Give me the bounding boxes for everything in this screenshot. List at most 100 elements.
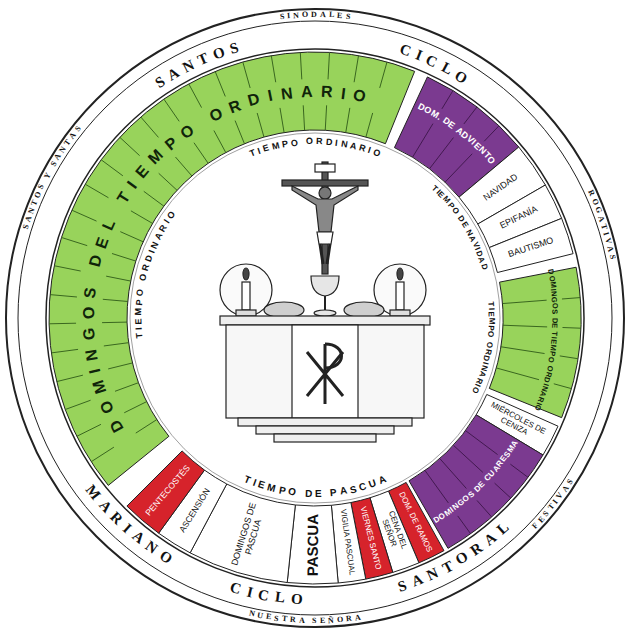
week-divider	[442, 91, 453, 109]
week-divider	[501, 347, 545, 354]
candle	[242, 282, 250, 310]
week-divider	[61, 237, 87, 245]
chalice	[311, 276, 339, 296]
ring-line	[18, 21, 612, 615]
week-divider	[235, 121, 244, 144]
week-divider	[458, 516, 471, 534]
week-divider	[243, 62, 250, 88]
week-divider	[124, 402, 146, 413]
week-divider	[112, 254, 136, 262]
band-outline	[489, 267, 581, 417]
week-divider	[91, 447, 114, 462]
week-divider	[495, 483, 511, 498]
chalice-stem	[324, 296, 326, 310]
ring-label: CICLO	[225, 578, 307, 610]
week-divider	[466, 431, 498, 455]
week-divider	[413, 124, 433, 158]
week-divider	[144, 191, 164, 206]
week-divider	[502, 300, 546, 303]
christ-body	[292, 186, 358, 232]
week-divider	[54, 266, 80, 271]
band-outline	[489, 218, 573, 272]
chalice-base	[314, 310, 336, 316]
week-divider	[303, 105, 304, 130]
week-divider	[429, 138, 453, 169]
altar-body	[226, 325, 424, 418]
week-divider	[115, 383, 138, 392]
season-band: DOMINGOS DE TIEMPO ORDINARIO	[487, 265, 583, 420]
week-divider	[50, 295, 77, 297]
week-divider	[106, 276, 131, 281]
altar-step	[256, 426, 394, 434]
ring-label: ROGATIVAS	[585, 187, 618, 263]
week-divider	[215, 71, 225, 96]
altar-step	[274, 434, 376, 442]
band-label: DOMINGOS DE CUARESMA	[431, 438, 521, 526]
week-divider	[271, 56, 275, 83]
week-divider	[328, 52, 329, 79]
band-outline	[127, 451, 205, 533]
band-outline	[49, 52, 415, 485]
candle	[396, 282, 404, 310]
candle-holder	[236, 310, 256, 316]
ring-label: NUESTRA SEÑORA	[245, 608, 363, 627]
week-divider	[325, 105, 326, 130]
candle-flame	[243, 268, 249, 280]
band-label: DOM. DE ADVIENTO	[415, 101, 498, 168]
week-divider	[445, 154, 472, 182]
altar-panel	[292, 325, 358, 418]
wheel-rings	[6, 9, 624, 627]
week-divider	[280, 108, 284, 133]
week-divider	[346, 108, 350, 133]
week-divider	[131, 211, 153, 224]
altar-illustration	[220, 162, 430, 442]
week-divider	[101, 160, 123, 176]
week-divider	[103, 299, 128, 301]
ring-label: CICLO	[395, 40, 472, 87]
candle-holder	[390, 310, 410, 316]
week-divider	[453, 445, 482, 472]
week-divider	[563, 327, 581, 329]
ring-label: SANTOS Y SANTAS	[20, 123, 84, 232]
ring-label: TIEMPO DE NAVIDAD	[428, 183, 489, 273]
inner-ring	[130, 133, 500, 503]
week-divider	[425, 470, 448, 502]
titulus	[315, 164, 335, 172]
chi-rho	[307, 344, 343, 404]
week-divider	[560, 356, 578, 359]
week-divider	[484, 126, 499, 141]
week-divider	[120, 232, 143, 242]
week-divider	[175, 157, 191, 176]
ring-label: FESTIVAS	[530, 476, 576, 532]
ring-label: SINODALES	[276, 9, 354, 23]
outer-ring	[6, 9, 624, 627]
week-divider	[120, 137, 140, 155]
altar-step	[238, 418, 412, 426]
week-divider	[51, 349, 78, 353]
ring-label: SANTOS	[150, 38, 245, 93]
week-divider	[214, 131, 226, 153]
ring-label: TIEMPO ORDINARIO	[469, 298, 497, 396]
band-label: DOMINGOS DEL TIEMPO ORDINARIO	[78, 81, 370, 437]
chi-rho	[325, 344, 342, 368]
week-divider	[440, 459, 467, 489]
band-outline	[287, 505, 338, 584]
week-divider	[65, 400, 90, 409]
week-divider	[477, 500, 492, 516]
week-divider	[108, 363, 132, 369]
week-divider	[141, 117, 159, 137]
ring-label: MARIANO	[83, 482, 176, 568]
ring-label: SANTORAL	[392, 518, 513, 596]
week-divider	[380, 62, 387, 88]
week-divider	[164, 99, 179, 121]
week-divider	[102, 322, 127, 324]
season-band: PENTECOSTÉS	[124, 448, 207, 536]
band-label: DOMINGOS DE TIEMPO ORDINARIO	[532, 266, 561, 413]
week-divider	[300, 52, 301, 79]
ring-label: TIEMPO ORDINARIO	[246, 135, 384, 160]
week-divider	[562, 298, 580, 299]
week-divider	[85, 184, 108, 198]
christ-head	[319, 187, 331, 199]
week-divider	[366, 113, 373, 137]
